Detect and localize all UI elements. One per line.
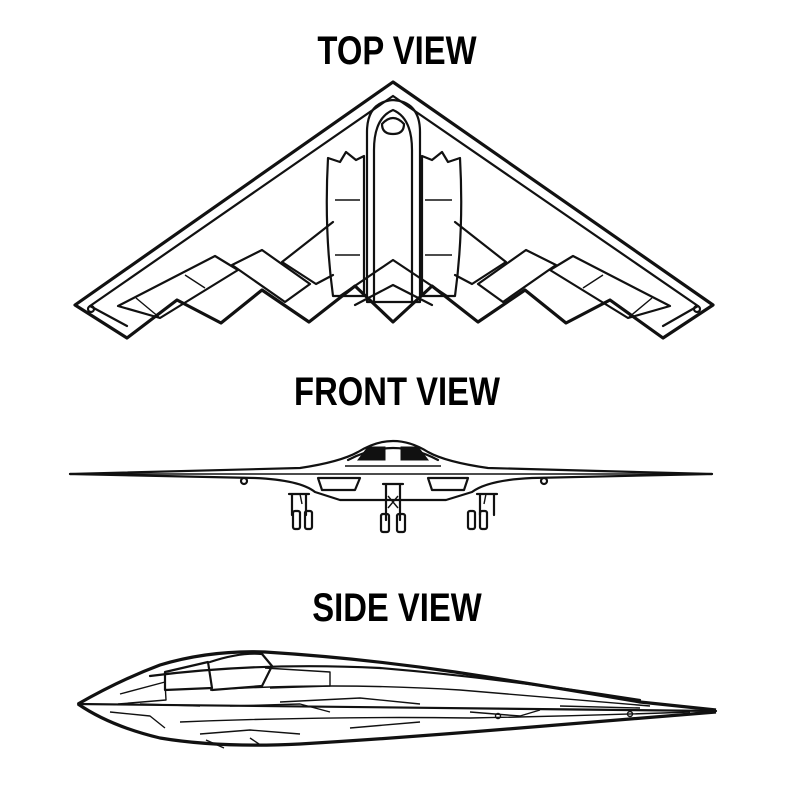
front-view-title: FRONT VIEW [294, 370, 500, 414]
front-view-aircraft-outline [68, 440, 714, 534]
side-view-aircraft-outline [76, 650, 718, 749]
top-view-title: TOP VIEW [317, 29, 477, 73]
side-view-title: SIDE VIEW [312, 586, 482, 630]
top-view-aircraft-outline [73, 80, 715, 340]
